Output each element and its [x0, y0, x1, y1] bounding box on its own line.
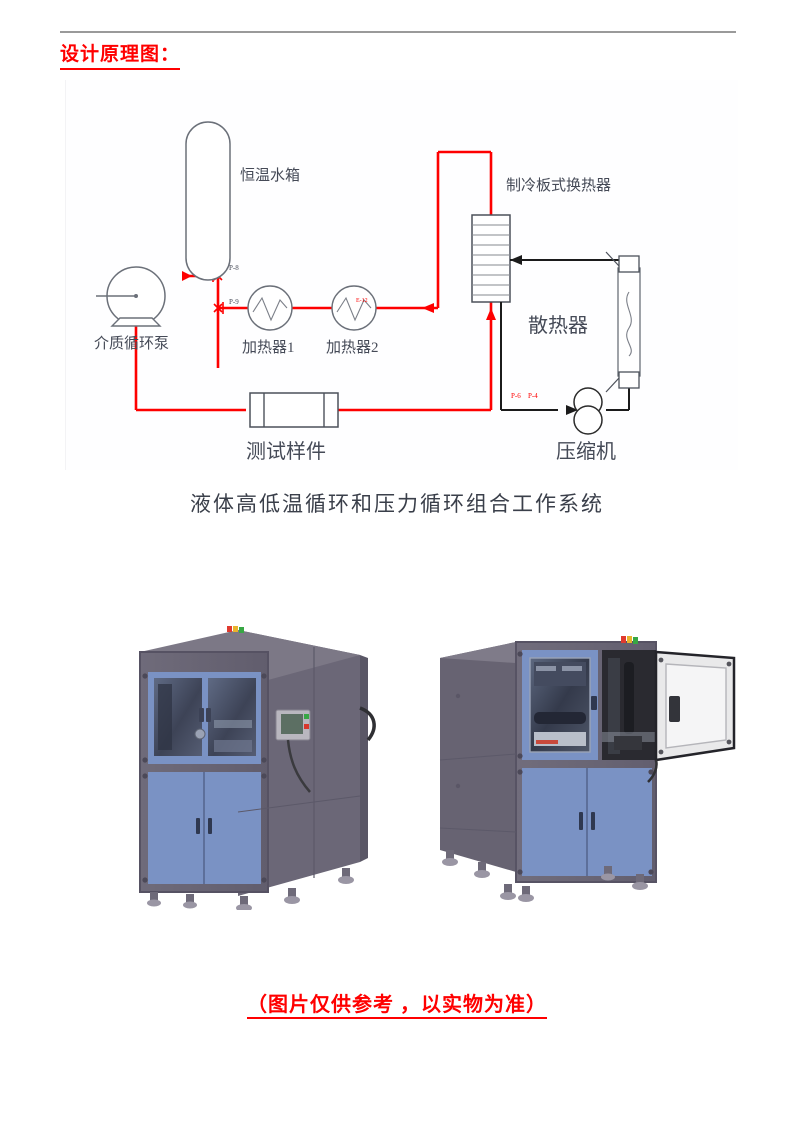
test-sample	[249, 392, 339, 428]
radiator-label: 散热器	[528, 314, 588, 337]
header-divider	[60, 31, 736, 33]
valve-tag-1: P-8	[229, 264, 239, 272]
heater-1	[247, 285, 293, 331]
open-chamber-door[interactable]	[654, 650, 736, 762]
schematic-figure: P-8 P-9 恒温水箱 介质循环泵 加热器1	[65, 80, 738, 470]
compressor-label: 压缩机	[556, 440, 616, 463]
flow-arrow-compressor-in	[566, 405, 578, 415]
radiator	[605, 251, 641, 393]
water-tank	[185, 121, 231, 281]
test-sample-label: 测试样件	[246, 440, 326, 463]
water-tank-label: 恒温水箱	[240, 167, 300, 184]
heater-2-label: 加热器2	[326, 339, 379, 356]
flow-arrow-refrigerant-in	[510, 255, 522, 265]
svg-text:P-6: P-6	[511, 392, 521, 400]
heater-2: E-12	[331, 285, 377, 331]
signal-tower-icon	[621, 636, 638, 644]
plate-exchanger-label: 制冷板式换热器	[506, 176, 611, 194]
product-photos	[0, 600, 794, 920]
control-panel	[275, 709, 311, 793]
valve-symbol-lower	[213, 302, 224, 314]
circulation-pump-label: 介质循环泵	[94, 335, 169, 352]
flow-arrow-pump	[182, 271, 192, 281]
valve-tag-refrigerant: P-6 P-4	[511, 392, 538, 400]
valve-tag-2: P-9	[229, 298, 239, 306]
circulation-pump	[96, 266, 166, 327]
heater-1-label: 加热器1	[242, 339, 295, 356]
product-photo-closed	[128, 600, 388, 912]
signal-tower-icon	[227, 626, 244, 633]
disclaimer-text: （图片仅供参考 ，以实物为准）	[247, 994, 547, 1019]
flow-arrow-heater2	[422, 303, 434, 313]
product-photo-open	[418, 600, 748, 910]
compressor	[573, 387, 603, 435]
figure-caption: 液体高低温循环和压力循环组合工作系统	[190, 492, 604, 516]
svg-text:P-4: P-4	[528, 392, 538, 400]
machine-feet	[442, 850, 648, 902]
plate-exchanger	[471, 214, 511, 303]
page-title: 设计原理图：	[60, 44, 181, 70]
svg-text:E-12: E-12	[356, 298, 368, 304]
disclaimer-note: （图片仅供参考 ，以实物为准）	[0, 988, 794, 1019]
flow-arrow-exchanger-in	[486, 308, 496, 320]
